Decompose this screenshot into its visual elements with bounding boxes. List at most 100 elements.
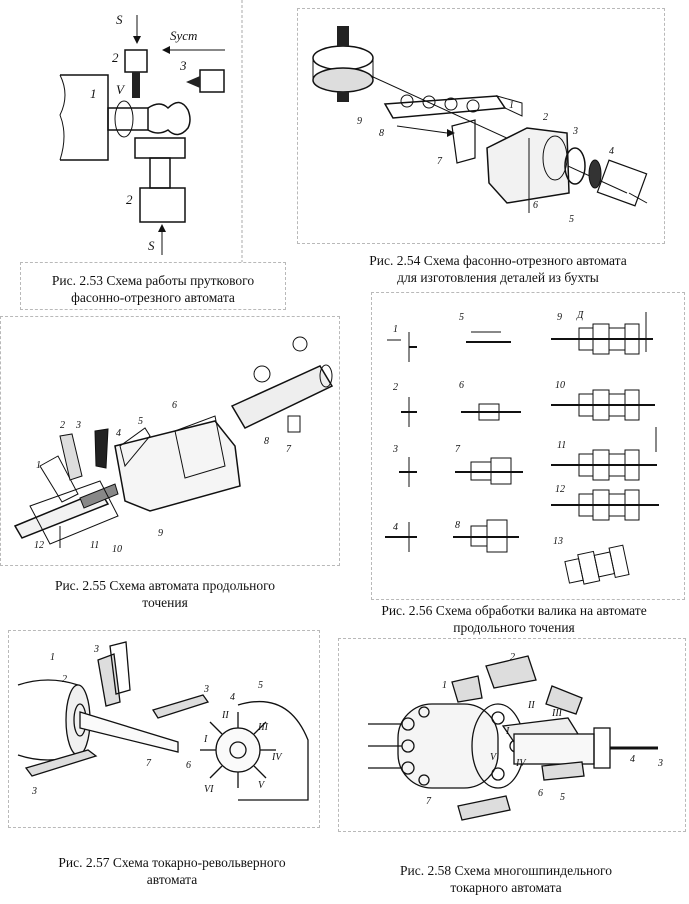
- label-2: 2: [510, 652, 515, 663]
- label-2a: 2: [112, 50, 119, 65]
- caption-2-56: Рис. 2.56 Схема обработки валика на авто…: [340, 602, 688, 636]
- caption-line: Рис. 2.58 Схема многошпиндельного: [400, 863, 612, 878]
- caption-2-54: Рис. 2.54 Схема фасонно-отрезного автома…: [318, 252, 678, 286]
- label-roman-3: III: [551, 708, 563, 719]
- figure-2-55: 1 2 3 4 5 6 7 8 9 10 11 12: [0, 316, 340, 566]
- label-roman-5: V: [490, 752, 498, 763]
- figure-frame-2-58: [338, 638, 686, 832]
- caption-line: токарного автомата: [450, 880, 562, 895]
- caption-2-58: Рис. 2.58 Схема многошпиндельного токарн…: [356, 862, 656, 896]
- label-6: 6: [538, 788, 543, 799]
- label-3: 3: [179, 58, 187, 73]
- step-label-4: 4: [393, 522, 398, 533]
- step-label-11: 11: [557, 440, 566, 451]
- label-7: 7: [437, 156, 443, 167]
- figure-frame-2-54: [297, 8, 665, 244]
- caption-line: продольного точения: [453, 620, 575, 635]
- s-ust-label: Sуст: [170, 28, 197, 43]
- label-9: 9: [158, 528, 163, 539]
- label-6: 6: [172, 400, 177, 411]
- figure-2-57-drawing: 1 2 3 3 3 4 5 6 7 I II III IV V VI: [17, 641, 309, 801]
- caption-line: Рис. 2.56 Схема обработки валика на авто…: [381, 603, 647, 618]
- label-1: 1: [36, 460, 41, 471]
- figure-2-58: 1 2 3 4 5 6 7 I II III IV V: [338, 638, 686, 832]
- caption-frame-2-53: [20, 262, 286, 310]
- step-label-d: Д: [576, 310, 584, 321]
- label-1: 1: [50, 652, 55, 663]
- figure-2-57: 1 2 3 3 3 4 5 6 7 I II III IV V VI: [8, 630, 320, 828]
- label-2b: 2: [126, 192, 133, 207]
- label-2: 2: [543, 112, 548, 123]
- step-label-7: 7: [455, 444, 461, 455]
- label-roman-5: V: [258, 780, 266, 791]
- label-4: 4: [230, 692, 235, 703]
- label-roman-4: IV: [271, 752, 283, 763]
- s-top-label: S: [116, 12, 123, 27]
- label-3: 3: [572, 126, 578, 137]
- label-roman-2: II: [527, 700, 535, 711]
- label-11: 11: [90, 540, 99, 551]
- step-label-3: 3: [392, 444, 398, 455]
- label-3a: 3: [93, 644, 99, 655]
- label-5: 5: [138, 416, 143, 427]
- caption-line: для изготовления деталей из бухты: [397, 270, 599, 285]
- label-roman-4: IV: [515, 758, 527, 769]
- label-7: 7: [426, 796, 432, 807]
- label-3b: 3: [203, 684, 209, 695]
- caption-line: Рис. 2.57 Схема токарно-револьверного: [58, 855, 286, 870]
- label-8: 8: [264, 436, 269, 447]
- label-2: 2: [60, 420, 65, 431]
- label-roman-3: III: [257, 722, 269, 733]
- step-label-9: 9: [557, 312, 562, 323]
- label-6: 6: [533, 200, 538, 211]
- label-roman-6: VI: [204, 784, 214, 795]
- figure-2-56-drawing: 1 2 3 4 5 6 7 8 9 10 11 12 13 Д: [385, 310, 659, 585]
- step-label-12: 12: [555, 484, 565, 495]
- label-roman-1: I: [203, 734, 208, 745]
- figure-frame-2-57: [8, 630, 320, 828]
- figure-2-56: 1 2 3 4 5 6 7 8 9 10 11 12 13 Д: [371, 292, 685, 600]
- label-5: 5: [560, 792, 565, 803]
- figure-2-53-drawing: S Sуст 2 3 1 V 2 S: [59, 0, 243, 262]
- label-3: 3: [75, 420, 81, 431]
- figure-frame-2-55: [0, 316, 340, 566]
- label-6: 6: [186, 760, 191, 771]
- label-7: 7: [286, 444, 292, 455]
- figure-2-53: S Sуст 2 3 1 V 2 S: [20, 0, 265, 262]
- step-label-5: 5: [459, 312, 464, 323]
- label-7: 7: [146, 758, 152, 769]
- caption-line: автомата: [146, 872, 198, 887]
- label-3c: 3: [31, 786, 37, 797]
- step-label-10: 10: [555, 380, 565, 391]
- s-bottom-label: S: [148, 238, 155, 253]
- caption-line: точения: [142, 595, 188, 610]
- step-label-6: 6: [459, 380, 464, 391]
- label-10: 10: [112, 544, 122, 555]
- caption-line: Рис. 2.55 Схема автомата продольного: [54, 578, 276, 593]
- label-4: 4: [630, 754, 635, 765]
- label-1: 1: [90, 86, 97, 101]
- figure-2-54-drawing: 9 8 7 1 2 3 4 5 6: [312, 26, 648, 225]
- caption-line: Рис. 2.53 Схема работы пруткового: [51, 273, 255, 288]
- figure-frame-2-56: [371, 292, 685, 600]
- figure-2-58-drawing: 1 2 3 4 5 6 7 I II III IV V: [368, 652, 663, 821]
- label-5: 5: [569, 214, 574, 225]
- label-roman-2: II: [221, 710, 229, 721]
- label-v: V: [116, 82, 126, 97]
- caption-line: Рис. 2.54 Схема фасонно-отрезного автома…: [369, 253, 627, 268]
- label-2: 2: [62, 674, 67, 685]
- step-label-13: 13: [553, 536, 563, 547]
- step-label-1: 1: [393, 324, 398, 335]
- label-1: 1: [442, 680, 447, 691]
- label-4: 4: [116, 428, 121, 439]
- caption-2-55: Рис. 2.55 Схема автомата продольного точ…: [10, 577, 320, 611]
- label-4: 4: [609, 146, 614, 157]
- caption-line: фасонно-отрезного автомата: [71, 290, 235, 305]
- label-roman-1: I: [505, 726, 510, 737]
- label-5: 5: [258, 680, 263, 691]
- label-8: 8: [379, 128, 384, 139]
- step-label-8: 8: [455, 520, 460, 531]
- label-9: 9: [357, 116, 362, 127]
- caption-2-57: Рис. 2.57 Схема токарно-револьверного ав…: [22, 854, 322, 888]
- label-1: 1: [509, 100, 514, 111]
